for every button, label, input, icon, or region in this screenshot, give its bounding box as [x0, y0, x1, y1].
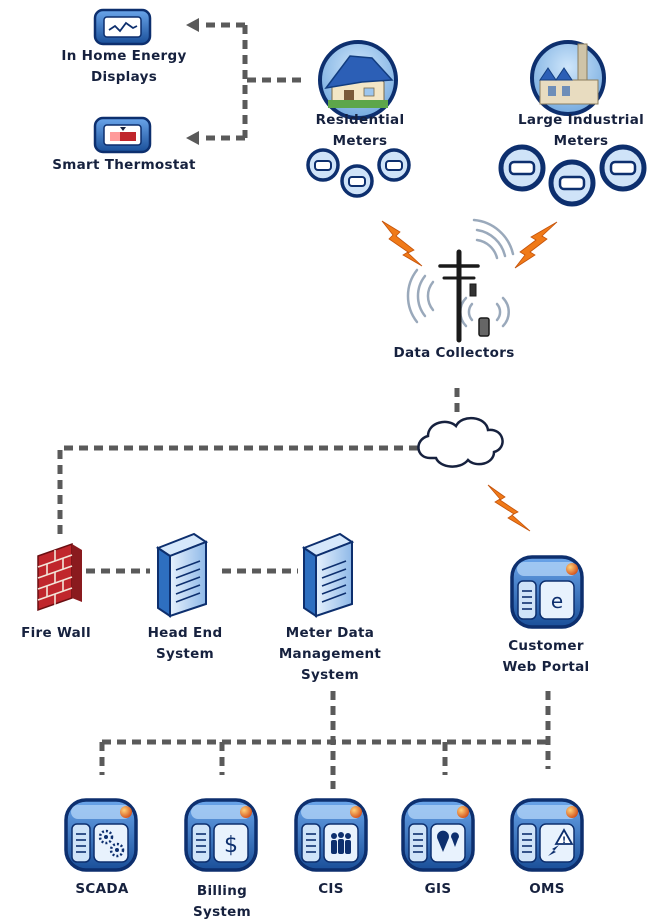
scada-icon	[64, 798, 138, 872]
meter-icon	[498, 144, 546, 192]
meter-to-home-link	[205, 22, 301, 141]
arrowhead-display	[186, 18, 199, 32]
residential-meters-label: Residential Meters	[315, 112, 405, 149]
energy-display-icon	[93, 8, 152, 46]
lightning-icon	[487, 484, 531, 532]
in-home-display-label: In Home Energy Displays	[61, 48, 187, 85]
meter-icon	[340, 164, 374, 198]
lightning-icons	[381, 220, 558, 532]
gis-label: GIS	[424, 881, 452, 897]
connector-lines	[57, 22, 551, 789]
oms-icon: !	[510, 798, 584, 872]
firewall-label: Fire Wall	[21, 625, 91, 641]
brick-firewall-icon	[37, 542, 82, 612]
meter-icon	[548, 159, 596, 207]
industrial-meters	[498, 144, 647, 207]
cis-icon	[294, 798, 368, 872]
server-icon	[301, 532, 355, 618]
web-portal-icon: e	[510, 555, 584, 629]
meter-icon	[599, 144, 647, 192]
house-icon	[318, 40, 398, 120]
meter-icon	[306, 148, 340, 182]
cloud-to-firewall-link	[57, 445, 418, 540]
mdm-label: Meter Data Management System	[278, 625, 382, 683]
lightning-icon	[514, 221, 558, 269]
web-portal-label: Customer Web Portal	[502, 638, 590, 675]
server-icon	[155, 532, 209, 618]
residential-meters	[306, 148, 411, 198]
data-collectors-label: Data Collectors	[393, 345, 515, 361]
network-cloud-icon	[417, 417, 504, 468]
billing-icon: $	[184, 798, 258, 872]
svg-text:!: !	[562, 836, 566, 846]
meter-icon	[377, 148, 411, 182]
arrowheads	[186, 18, 199, 145]
svg-text:e: e	[551, 589, 563, 613]
scada-label: SCADA	[75, 881, 129, 897]
svg-text:$: $	[224, 833, 238, 858]
enterprise-bus	[99, 739, 548, 775]
factory-icon	[530, 40, 606, 116]
lightning-icon	[381, 220, 423, 267]
arrowhead-thermostat	[186, 131, 199, 145]
billing-label: Billing System	[192, 883, 252, 920]
utility-pole-icon	[438, 249, 490, 343]
thermostat-label: Smart Thermostat	[52, 157, 196, 173]
industrial-meters-label: Large Industrial Meters	[517, 112, 645, 149]
head-end-label: Head End System	[147, 625, 223, 662]
thermostat-icon	[93, 116, 152, 154]
cis-label: CIS	[318, 881, 344, 897]
oms-label: OMS	[529, 881, 565, 897]
gis-icon	[401, 798, 475, 872]
app-icons: e $	[64, 555, 584, 872]
